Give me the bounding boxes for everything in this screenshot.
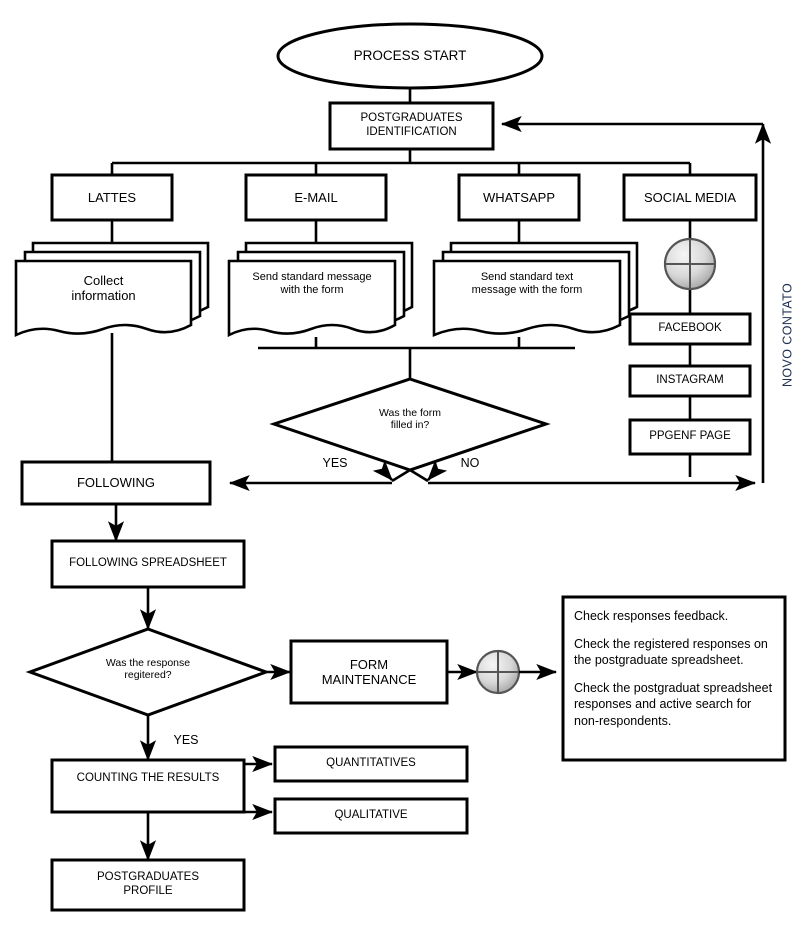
email-box — [244, 173, 388, 222]
counting-results-box — [50, 758, 246, 814]
lattes-box — [50, 173, 174, 222]
following-box — [20, 460, 212, 506]
decision-form-filled-diamond — [269, 377, 551, 472]
edge-no-head — [427, 459, 448, 481]
edge-yes-head — [372, 459, 393, 481]
form-maintenance-box — [289, 639, 449, 705]
instagram-box — [628, 364, 752, 398]
postgraduates-identification-box — [328, 101, 495, 151]
facebook-box — [628, 312, 752, 346]
whatsapp-box — [457, 173, 581, 222]
postgraduates-profile-box — [50, 858, 246, 912]
note-line-2: Check the registered responses on the po… — [574, 636, 768, 668]
quantitatives-box — [273, 745, 469, 783]
following-spreadsheet-box — [50, 539, 246, 589]
social-media-box — [622, 173, 758, 222]
decision-response-registered-diamond — [25, 627, 271, 717]
note-box — [561, 595, 787, 762]
process-start-oval — [276, 22, 544, 90]
lattes-doc-sheet-front — [14, 259, 193, 338]
edge-no-diagonal — [409, 468, 429, 483]
note-line-1: Check responses feedback. — [574, 609, 729, 623]
ppgenf-page-box — [628, 418, 752, 456]
edge-yes-diagonal — [391, 468, 411, 483]
note-line-3: Check the postgraduat spreadsheet respon… — [574, 680, 773, 728]
whatsapp-doc-sheet-front — [432, 259, 622, 337]
qualitative-box — [273, 797, 469, 835]
note-text: Check responses feedback. Check the regi… — [574, 608, 776, 750]
email-doc-sheet-front — [227, 259, 397, 338]
